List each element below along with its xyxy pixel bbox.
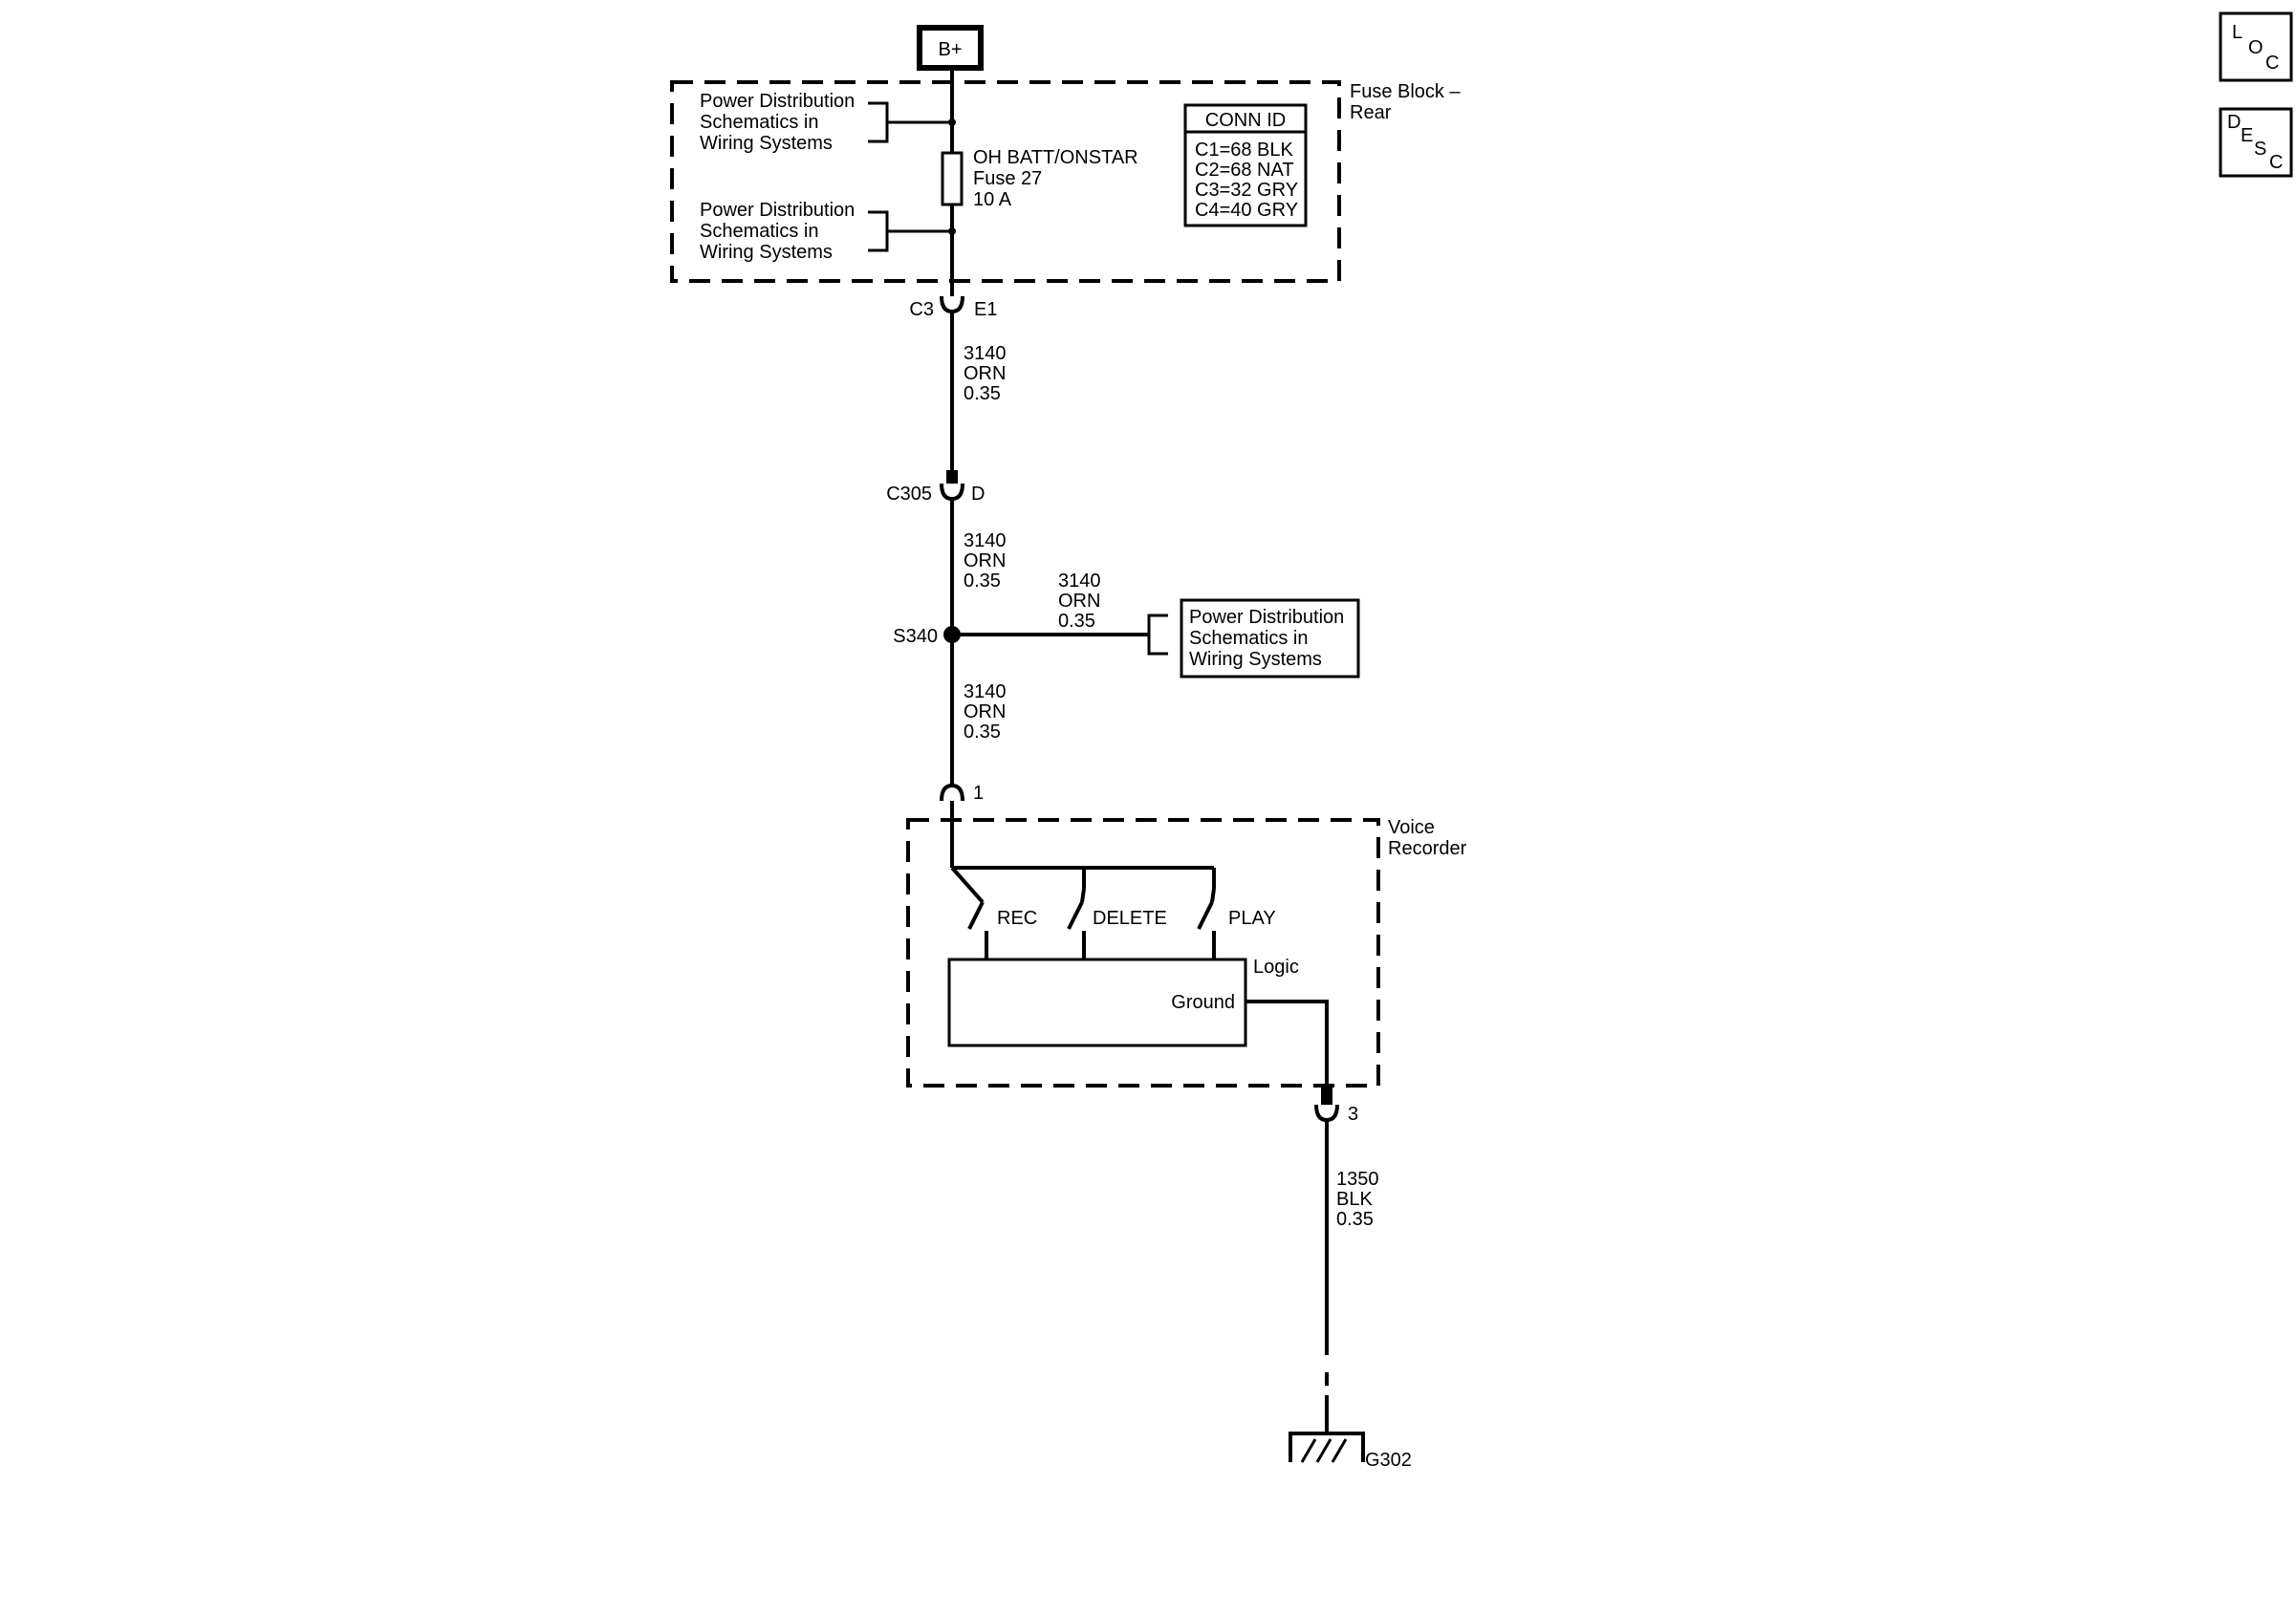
wire-color: ORN xyxy=(1058,591,1100,612)
wire-color: ORN xyxy=(964,363,1006,384)
loc-letter: C xyxy=(2265,53,2279,74)
fuse-number: Fuse 27 xyxy=(973,168,1042,189)
conn-id-row: C3=32 GRY xyxy=(1195,180,1298,201)
fuse-rating: 10 A xyxy=(973,189,1012,210)
loc-letter: L xyxy=(2232,22,2242,43)
desc-letter: C xyxy=(2269,152,2283,173)
fuse-block-name-2: Rear xyxy=(1350,102,1392,123)
wire-color: ORN xyxy=(964,701,1006,722)
ground-label: Ground xyxy=(1171,992,1235,1013)
connector-c3-pin: E1 xyxy=(974,299,997,320)
desc-letter: D xyxy=(2227,112,2241,133)
battery-label: B+ xyxy=(938,39,962,60)
ref2-line3: Wiring Systems xyxy=(700,242,833,263)
ground-hatch xyxy=(1331,1438,1348,1463)
wire-logic-ground xyxy=(1245,1000,1329,1105)
ref1-line3: Wiring Systems xyxy=(700,133,833,154)
wire-color: ORN xyxy=(964,550,1006,571)
wire-size: 0.35 xyxy=(1336,1209,1374,1230)
connector-c305-pin xyxy=(946,470,958,484)
wire-circuit: 3140 xyxy=(964,343,1007,364)
switch-label: PLAY xyxy=(1228,908,1276,929)
switch-label: DELETE xyxy=(1093,908,1167,929)
ref1-line1: Power Distribution xyxy=(700,91,855,112)
fuse-block-outline xyxy=(670,80,1341,283)
connector-vr-pin1-label: 1 xyxy=(973,783,984,804)
ref2-line2: Schematics in xyxy=(700,221,819,242)
ref3-line3: Wiring Systems xyxy=(1189,649,1322,670)
connector-c305-pin-label: D xyxy=(971,484,985,505)
wire-size: 0.35 xyxy=(964,571,1001,592)
connector-c3-symbol xyxy=(940,295,964,314)
wire-size: 0.35 xyxy=(964,383,1001,404)
voice-recorder-name-2: Recorder xyxy=(1388,838,1467,859)
ref3-bracket xyxy=(1147,614,1168,656)
switch-delete-feed xyxy=(1080,888,1086,903)
conn-id-title: CONN ID xyxy=(1205,110,1286,131)
switch-play-feed xyxy=(1210,888,1216,903)
switch-play xyxy=(1197,901,1214,930)
switch-rec-feed xyxy=(950,866,985,904)
switch-label: REC xyxy=(997,908,1037,929)
logic-box xyxy=(947,958,1247,1047)
conn-id-box xyxy=(1183,103,1308,227)
loc-letter: O xyxy=(2248,37,2264,58)
desc-letter: S xyxy=(2254,139,2266,160)
switch-rec xyxy=(967,901,985,930)
wire-size: 0.35 xyxy=(1058,611,1095,632)
connector-vr-pin1 xyxy=(940,783,964,802)
connector-vr-pin3 xyxy=(1314,1104,1339,1123)
connector-vr-pin3-terminal xyxy=(1321,1088,1332,1105)
fuse-symbol xyxy=(941,151,964,206)
voice-recorder-name: Voice xyxy=(1388,817,1435,838)
connector-vr-pin3-label: 3 xyxy=(1348,1104,1358,1125)
ref2-bracket xyxy=(868,210,889,252)
conn-id-row: C2=68 NAT xyxy=(1195,160,1294,181)
wire-color: BLK xyxy=(1336,1189,1373,1210)
desc-button[interactable]: D E S C xyxy=(2219,107,2293,178)
ground-name: G302 xyxy=(1365,1450,1412,1471)
connector-c305-symbol xyxy=(940,483,964,502)
splice-name: S340 xyxy=(893,626,938,647)
logic-label: Logic xyxy=(1253,957,1299,978)
fuse-block-name: Fuse Block – xyxy=(1350,81,1461,102)
ref1-line2: Schematics in xyxy=(700,112,819,133)
loc-button[interactable]: L O C xyxy=(2219,11,2293,82)
wire-circuit: 3140 xyxy=(964,681,1007,702)
ground-hatch xyxy=(1300,1438,1317,1463)
ref3-box xyxy=(1180,598,1360,679)
wire-circuit: 1350 xyxy=(1336,1169,1379,1190)
ref3-line2: Schematics in xyxy=(1189,628,1309,649)
ref2-line1: Power Distribution xyxy=(700,200,855,221)
wire-size: 0.35 xyxy=(964,722,1001,743)
ref1-bracket xyxy=(868,101,889,143)
desc-button-frame[interactable] xyxy=(2219,107,2293,178)
desc-letter: E xyxy=(2241,125,2253,146)
fuse-name: OH BATT/ONSTAR xyxy=(973,147,1138,168)
switch-delete xyxy=(1067,901,1084,930)
ref3-line1: Power Distribution xyxy=(1189,607,1344,628)
wire-circuit: 3140 xyxy=(964,530,1007,551)
voice-recorder-outline xyxy=(906,818,1380,1088)
conn-id-row: C4=40 GRY xyxy=(1195,200,1298,221)
wire-circuit: 3140 xyxy=(1058,571,1101,592)
conn-id-row: C1=68 BLK xyxy=(1195,140,1294,161)
ground-hatch xyxy=(1315,1438,1332,1463)
loc-button-frame[interactable] xyxy=(2219,11,2293,82)
connector-c305-name: C305 xyxy=(886,484,932,505)
connector-c3-name: C3 xyxy=(909,299,934,320)
